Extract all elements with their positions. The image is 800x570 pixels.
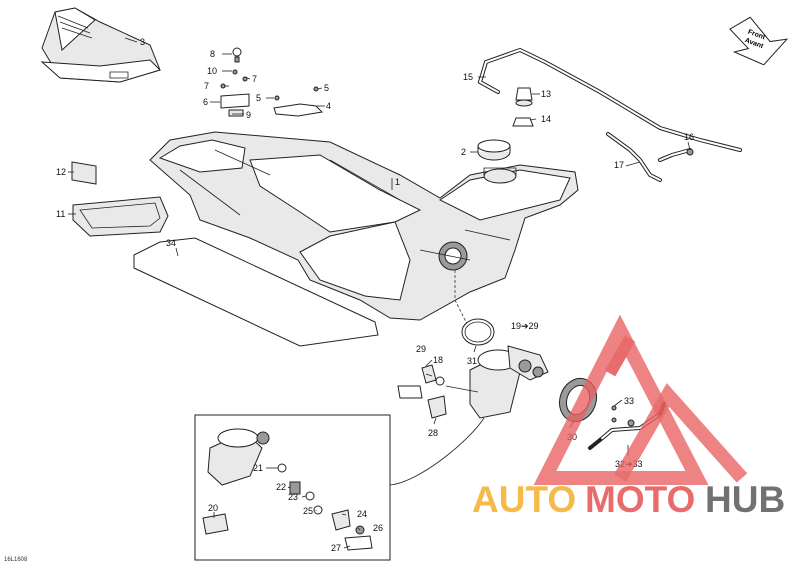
fuel-tank-frame-part: [149, 131, 579, 321]
callout-5b: 5: [256, 93, 261, 103]
watermark-text-hub: HUB: [705, 479, 785, 520]
callout-11: 11: [56, 209, 65, 219]
watermark-text-auto: AUTO: [472, 479, 576, 520]
callout-13: 13: [541, 89, 551, 99]
callout-3: 3: [140, 37, 145, 47]
watermark-logo-triangles: [533, 314, 748, 485]
pad-parts: [71, 161, 379, 347]
callout-31: 31: [467, 356, 477, 366]
callout-22: 22: [276, 482, 286, 492]
callout-26: 26: [373, 523, 383, 533]
callout-6: 6: [203, 97, 208, 107]
callout-8: 8: [210, 49, 215, 59]
seat-part: [40, 7, 161, 83]
callout-28: 28: [428, 428, 438, 438]
callout-27: 27: [331, 543, 341, 553]
callout-23: 23: [288, 492, 298, 502]
callout-1: 1: [395, 177, 400, 187]
watermark-text-moto: MOTO: [585, 479, 695, 520]
callout-2: 2: [461, 147, 466, 157]
callout-15: 15: [463, 72, 473, 82]
callout-33: 33: [624, 396, 634, 406]
callout-14: 14: [541, 114, 551, 124]
brand-watermark: AUTO MOTO HUB: [472, 314, 785, 520]
bracket-parts: [220, 47, 324, 117]
callout-21: 21: [253, 463, 263, 473]
drawing-code: 16L1608: [4, 557, 28, 563]
callout-17: 17: [614, 160, 624, 170]
detail-inset: [194, 414, 485, 561]
callout-25: 25: [303, 506, 313, 516]
callout-18: 18: [433, 355, 443, 365]
callout-12: 12: [56, 167, 66, 177]
callout-7a: 7: [252, 74, 257, 84]
callout-20: 20: [208, 503, 218, 513]
callout-10: 10: [207, 66, 217, 76]
callout-labels: 1 2 3 4 5 5 6 7 7 8 9 10 11 12 13 14 15 …: [4, 37, 694, 563]
callout-34: 34: [166, 238, 176, 248]
callout-9: 9: [246, 110, 251, 120]
callout-7b: 7: [204, 81, 209, 91]
callout-24: 24: [357, 509, 367, 519]
callout-19-29: 19➔29: [511, 321, 539, 331]
callout-5a: 5: [324, 83, 329, 93]
cap-and-fittings: [477, 87, 534, 161]
vent-hose-parts: [477, 47, 742, 182]
callout-16: 16: [684, 132, 694, 142]
callout-4: 4: [326, 101, 331, 111]
callout-29: 29: [416, 344, 426, 354]
front-direction-arrow: Front Avant: [729, 16, 789, 66]
